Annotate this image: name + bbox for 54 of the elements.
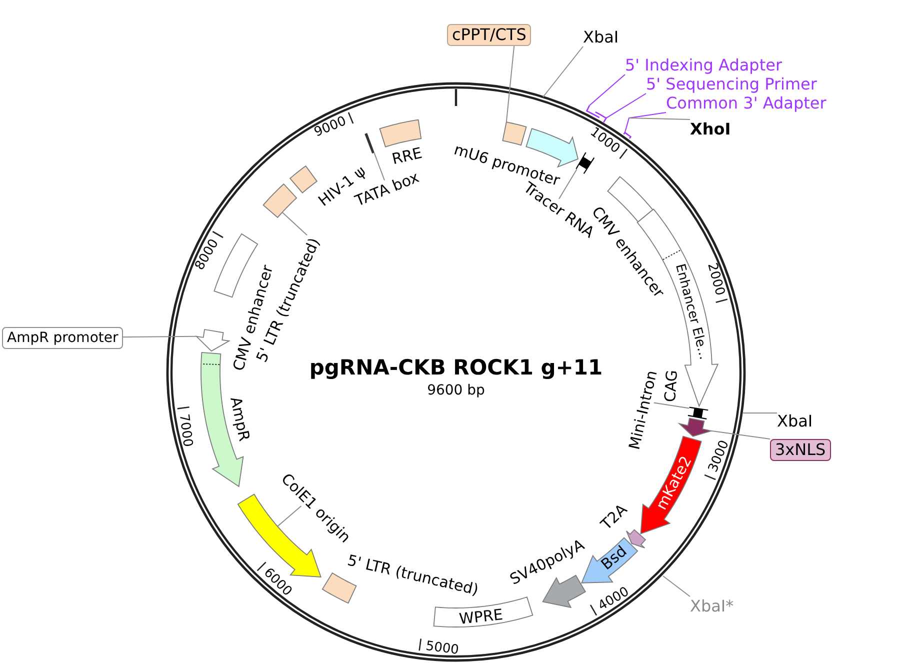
feature-block <box>289 165 318 194</box>
feature-block <box>433 596 534 628</box>
primer-label: Common 3' Adapter <box>666 93 826 113</box>
feature-bar <box>688 406 708 420</box>
restriction-site-label: XbaI <box>583 27 619 47</box>
leader-line <box>542 46 584 98</box>
position-label: 3000 <box>707 439 730 474</box>
directional-feature <box>195 328 230 352</box>
directional-feature <box>626 529 646 548</box>
restriction-site-label: XbaI* <box>690 596 734 616</box>
restriction-site-label: XhoI <box>690 119 731 139</box>
plasmid-size: 9600 bp <box>427 382 485 400</box>
feature-block <box>502 122 527 146</box>
feature-label: AmpR <box>226 395 254 443</box>
position-label: 4000 <box>596 586 630 612</box>
feature-tag: AmpR promoter <box>2 326 124 348</box>
feature-label: CAG <box>660 369 682 403</box>
feature-block <box>322 572 357 604</box>
map-title: pgRNA-CKB ROCK1 g+11 <box>309 355 603 381</box>
leader-line <box>282 212 308 236</box>
feature-bar <box>576 152 595 174</box>
feature-block <box>262 183 298 218</box>
position-label: 5000 <box>425 640 460 656</box>
leader-line <box>558 168 578 200</box>
feature-block <box>379 119 422 148</box>
feature-label: WPRE <box>458 606 504 628</box>
leader-line <box>506 46 515 122</box>
primer-bracket <box>623 132 632 139</box>
primer-bracket <box>586 105 600 118</box>
feature-tag: 3xNLS <box>770 439 831 461</box>
leader-line <box>606 93 646 119</box>
leader-line <box>374 152 385 181</box>
feature-label: RRE <box>390 144 424 168</box>
leader-line <box>628 118 690 120</box>
leader-line <box>588 74 626 106</box>
leader-line <box>710 430 770 440</box>
leader-line <box>277 506 302 527</box>
feature-label: Bsd <box>598 542 630 574</box>
leader-line <box>742 412 778 414</box>
leader-line <box>653 402 690 409</box>
feature-tag: cPPT/CTS <box>447 24 532 46</box>
primer-bracket <box>594 111 608 123</box>
restriction-site-label: XbaI <box>777 411 813 431</box>
feature-bar <box>364 133 374 154</box>
leader-line <box>662 576 690 597</box>
feature-label: T2A <box>597 500 631 534</box>
directional-feature <box>678 418 714 437</box>
position-label: 9000 <box>312 115 348 138</box>
leader-line <box>122 336 197 338</box>
primer-label: 5' Indexing Adapter <box>625 55 782 75</box>
position-label: 7000 <box>178 413 194 448</box>
leader-line <box>624 112 666 134</box>
position-label: 2000 <box>706 262 726 296</box>
primer-label: 5' Sequencing Primer <box>646 74 817 94</box>
